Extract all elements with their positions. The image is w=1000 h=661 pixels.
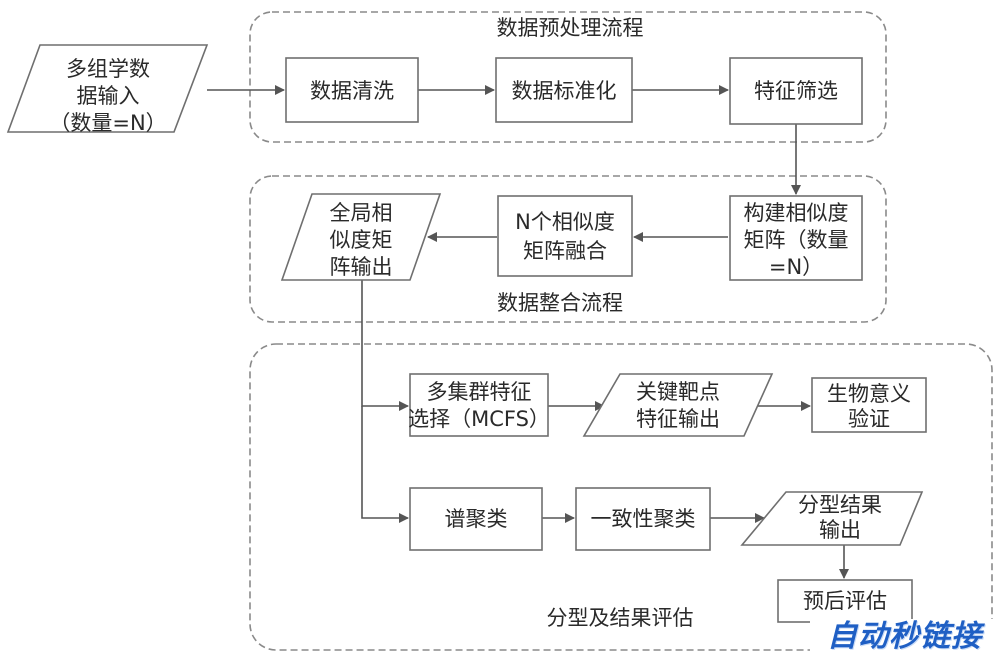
node-multi-input: 多组学数据输入（数量=N） bbox=[6, 44, 209, 135]
node-global-output: 全局相似度矩阵输出 bbox=[280, 193, 442, 281]
svg-text:全局相似度矩阵输出: 全局相似度矩阵输出 bbox=[330, 201, 393, 279]
node-prognosis: 预后评估 bbox=[777, 579, 913, 623]
group-preprocess-label: 数据预处理流程 bbox=[497, 16, 644, 40]
group-integrate-label: 数据整合流程 bbox=[497, 291, 623, 315]
group-typing-label: 分型及结果评估 bbox=[547, 606, 694, 630]
node-consensus-clustering: 一致性聚类 bbox=[575, 487, 711, 551]
svg-text:数据标准化: 数据标准化 bbox=[512, 79, 617, 103]
svg-text:关键靶点特征输出: 关键靶点特征输出 bbox=[636, 380, 720, 431]
node-feature-select: 特征筛选 bbox=[729, 57, 863, 125]
svg-text:多集群特征选择（MCFS）: 多集群特征选择（MCFS） bbox=[408, 380, 550, 431]
node-data-cleaning: 数据清洗 bbox=[285, 57, 419, 123]
node-data-standardize: 数据标准化 bbox=[495, 57, 633, 123]
node-build-similarity: 构建相似度矩阵（数量=N） bbox=[729, 195, 863, 281]
watermark-backdrop bbox=[810, 619, 1000, 661]
node-fuse-similarity: N个相似度矩阵融合 bbox=[497, 195, 633, 277]
svg-text:谱聚类: 谱聚类 bbox=[445, 507, 508, 531]
edge-global-to-spectral bbox=[361, 406, 409, 523]
svg-text:多组学数据输入（数量=N）: 多组学数据输入（数量=N） bbox=[49, 57, 166, 135]
node-bio-validate: 生物意义验证 bbox=[811, 377, 927, 433]
node-typing-output: 分型结果输出 bbox=[740, 491, 924, 546]
watermark-logo: 自动秒链接 bbox=[827, 619, 982, 654]
group-typing bbox=[249, 343, 993, 651]
node-key-target: 关键靶点特征输出 bbox=[582, 373, 774, 437]
svg-text:特征筛选: 特征筛选 bbox=[754, 79, 838, 103]
svg-text:预后评估: 预后评估 bbox=[803, 589, 887, 613]
svg-text:N个相似度矩阵融合: N个相似度矩阵融合 bbox=[515, 210, 615, 263]
group-integrate bbox=[249, 175, 887, 323]
svg-text:构建相似度矩阵（数量=N）: 构建相似度矩阵（数量=N） bbox=[744, 201, 849, 279]
svg-text:数据清洗: 数据清洗 bbox=[310, 79, 394, 103]
svg-text:分型结果输出: 分型结果输出 bbox=[798, 493, 882, 542]
node-spectral-clustering: 谱聚类 bbox=[409, 487, 543, 551]
svg-text:生物意义验证: 生物意义验证 bbox=[827, 382, 911, 431]
node-mcfs: 多集群特征选择（MCFS） bbox=[408, 373, 550, 437]
svg-text:一致性聚类: 一致性聚类 bbox=[591, 507, 696, 531]
edge-global-to-mcfs bbox=[361, 280, 409, 411]
